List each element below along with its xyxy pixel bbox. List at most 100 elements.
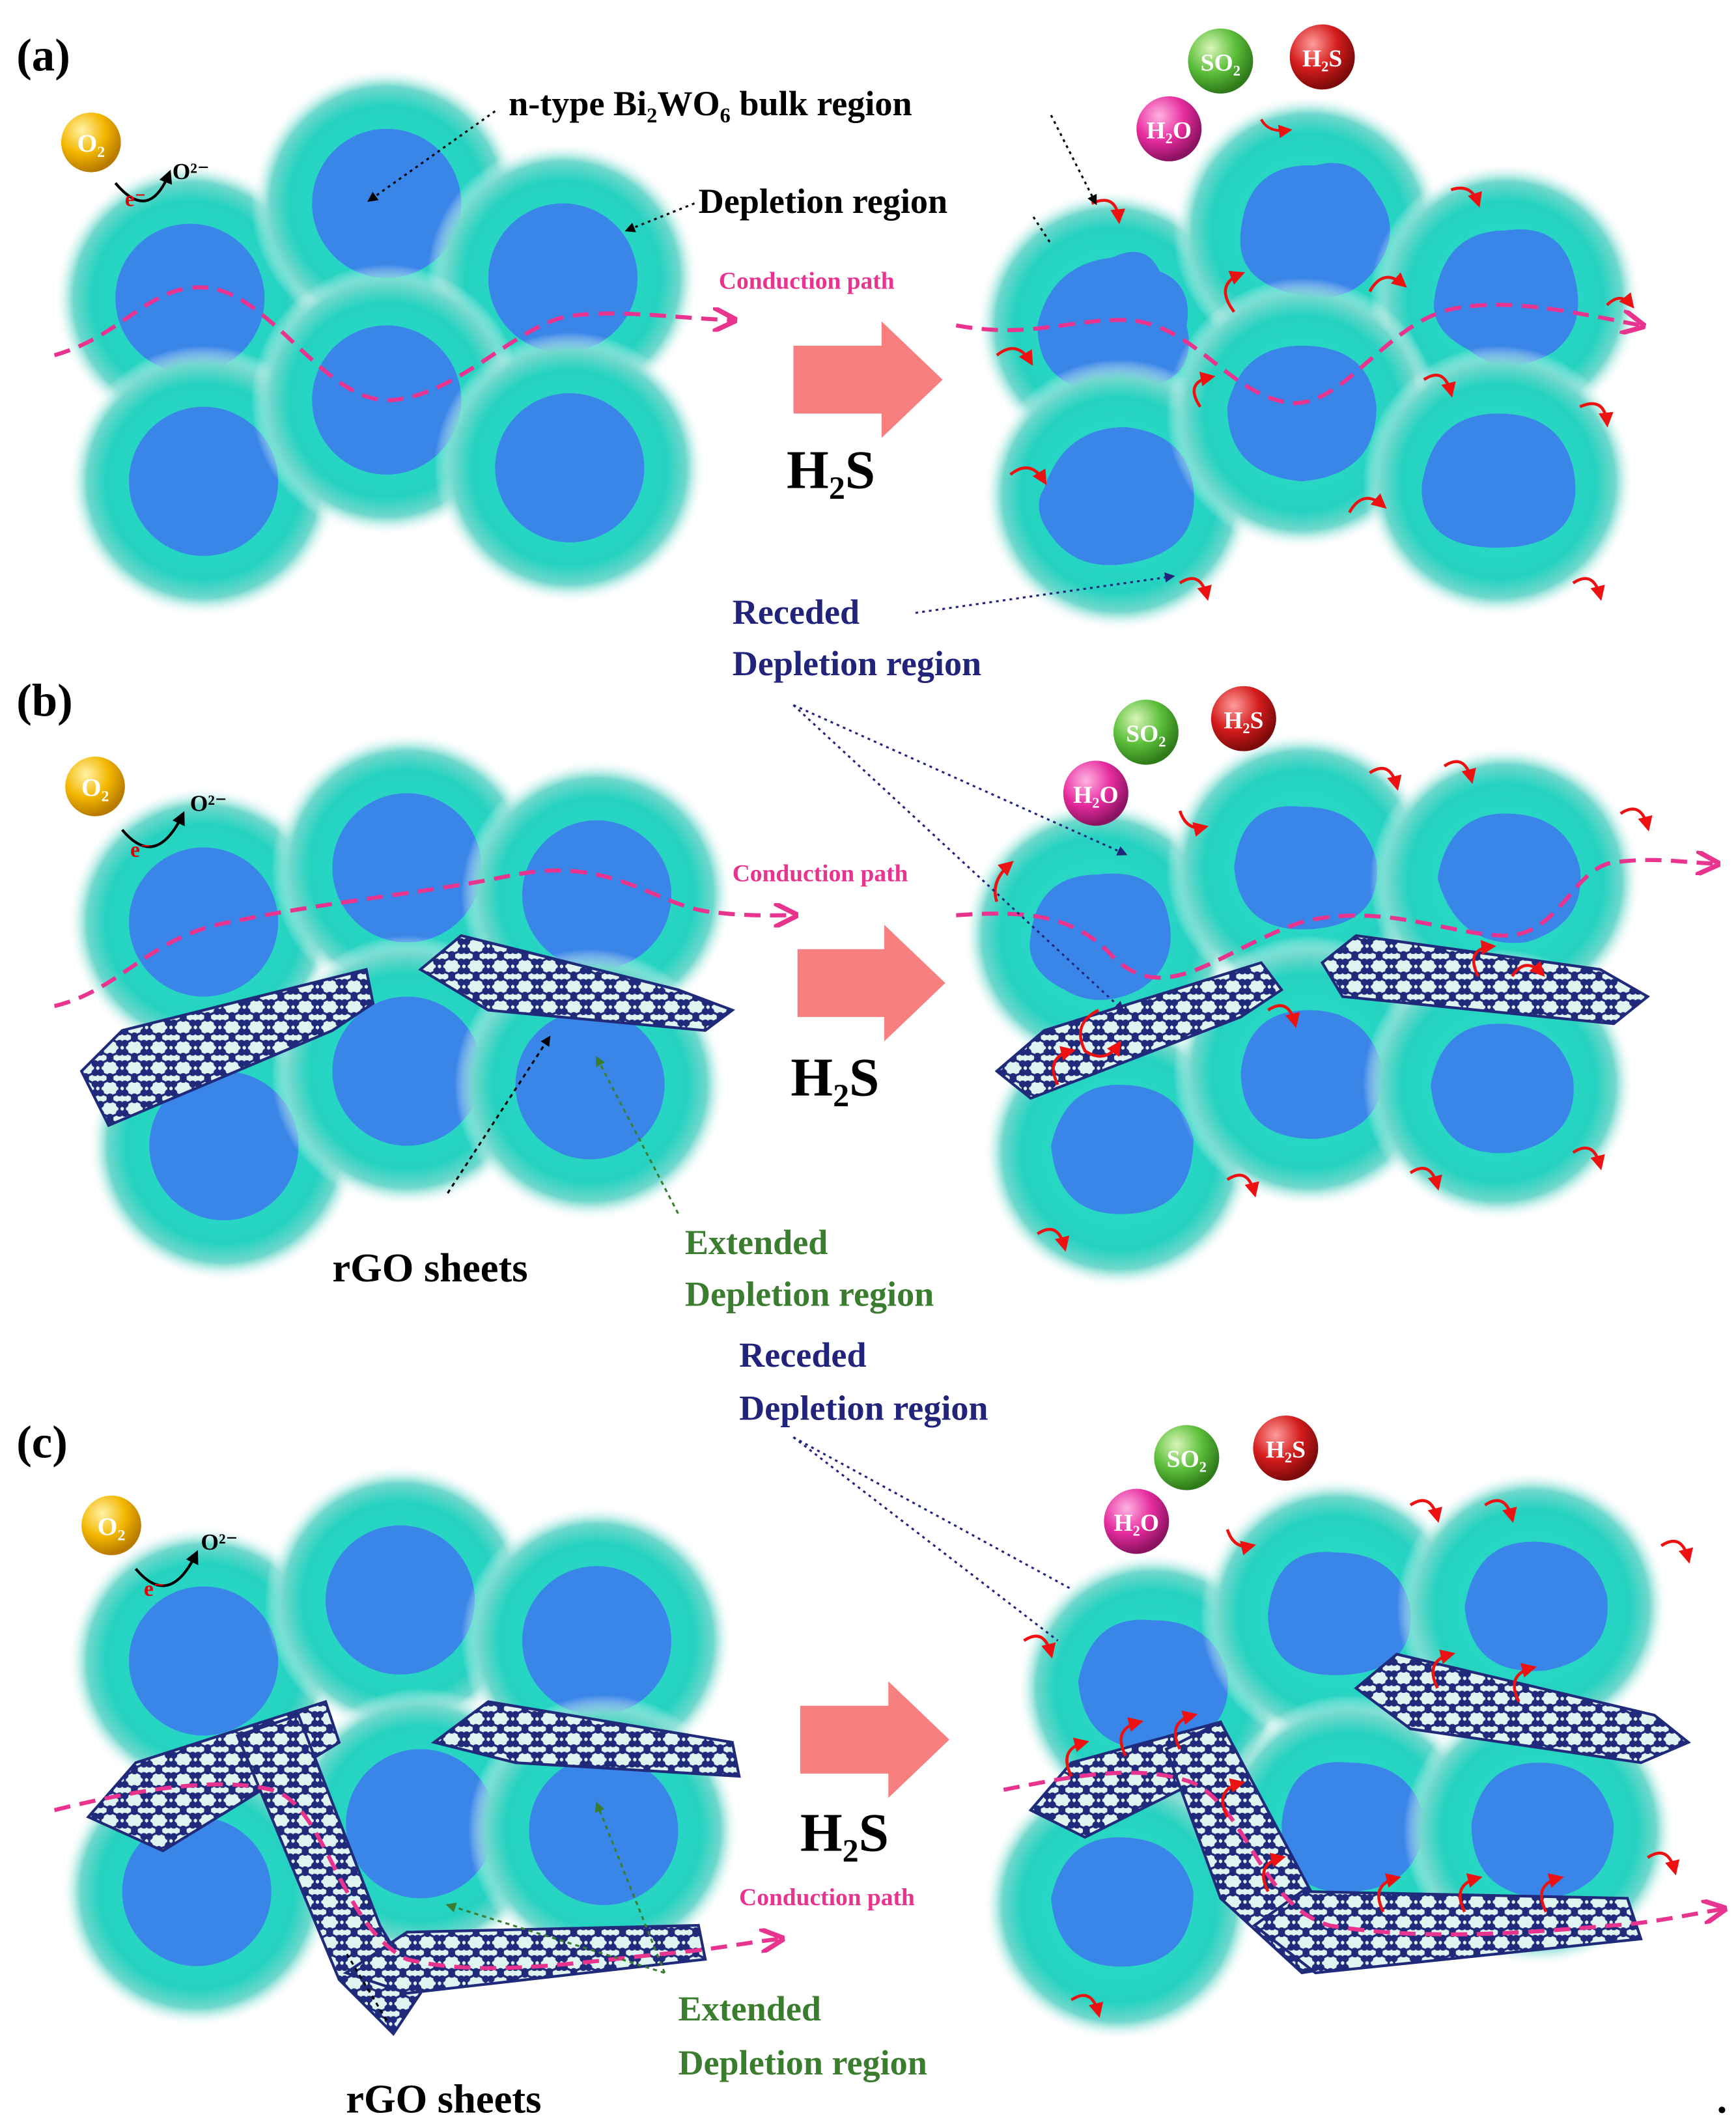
panel-c-reaction-arrows xyxy=(1023,1499,1694,2018)
electron-transfer-arrow-a xyxy=(114,169,173,202)
panel-b-label: (b) xyxy=(16,676,73,727)
o2-ball-c xyxy=(81,1495,141,1556)
bulk-pointer-left xyxy=(367,110,496,202)
extended-pointer-c1 xyxy=(595,1801,666,1974)
gas-molecules-c: SO₂ H₂S H₂O xyxy=(1104,1416,1319,1554)
h2o-ball-c xyxy=(1104,1488,1169,1554)
receded-pointer-b2 xyxy=(792,704,1125,1012)
rgo-pointer-c xyxy=(344,1951,388,2021)
o2-text-c: O₂ xyxy=(98,1512,126,1541)
h2o-ball-b xyxy=(1063,761,1128,826)
panel-a-left-grains xyxy=(54,68,706,617)
h2o-text-b: H₂O xyxy=(1073,782,1119,809)
electron-text-c: e⁻ xyxy=(144,1577,165,1601)
so2-ball-b xyxy=(1113,699,1179,765)
receded-label-a-1: Receded xyxy=(733,593,860,632)
rgo-sheet-c4 xyxy=(343,1923,707,1995)
rgo-sheets-label-b: rGO sheets xyxy=(332,1245,527,1291)
panel-b: (b) xyxy=(16,676,1715,1289)
h2s-gas-label-a: H₂S xyxy=(787,441,875,501)
receded-label-a-2: Depletion region xyxy=(733,644,981,683)
electron-transfer-arrow-b xyxy=(121,811,185,848)
conduction-path-b-right xyxy=(956,860,1715,980)
h2s-gas-label-c: H₂S xyxy=(800,1804,889,1864)
conduction-path-label-a: Conduction path xyxy=(719,268,895,295)
so2-text-b: SO₂ xyxy=(1126,721,1166,747)
electron-text-a: e⁻ xyxy=(125,188,146,212)
rgo-sheet-b2 xyxy=(418,934,736,1032)
trailing-period: . xyxy=(1717,2076,1728,2121)
panel-c-label: (c) xyxy=(16,1417,68,1468)
panel-b-reaction-arrows xyxy=(993,760,1653,1252)
o2-ion-text-c: O²⁻ xyxy=(201,1529,238,1555)
o2-ball-b xyxy=(65,756,125,817)
so2-text-a: SO₂ xyxy=(1201,49,1240,76)
h2s-gas-label-b: H₂S xyxy=(791,1048,879,1108)
receded-pointer-c2 xyxy=(792,1436,1059,1641)
conduction-path-b-left xyxy=(53,868,794,1009)
rgo-sheet-b4 xyxy=(1320,934,1651,1026)
conduction-path-c-left xyxy=(53,1782,780,1970)
so2-text-c: SO₂ xyxy=(1167,1446,1207,1473)
h2s-text-b: H₂S xyxy=(1224,707,1263,734)
depletion-pointer-right xyxy=(1032,216,1052,245)
leader-lines xyxy=(367,110,1175,1641)
panel-a-right-grains xyxy=(976,94,1641,631)
conduction-path-a-left xyxy=(53,285,733,402)
extended-label-c-1: Extended xyxy=(678,1989,821,2028)
o2-ball-a xyxy=(61,112,121,173)
rgo-sheet-c8 xyxy=(1252,1890,1643,1975)
rgo-sheets-label-c: rGO sheets xyxy=(346,2076,541,2121)
panel-c: (c) xyxy=(16,1417,1722,2041)
o2-ion-text-a: O²⁻ xyxy=(173,158,210,184)
o2-adsorption-b: O₂ e⁻ O²⁻ xyxy=(65,756,227,862)
extended-pointer-b xyxy=(596,1055,679,1214)
bulk-pointer-right xyxy=(1050,115,1097,206)
gas-molecules-b: SO₂ H₂S H₂O xyxy=(1063,686,1276,826)
h2s-exposure-arrows xyxy=(793,321,949,1798)
h2s-arrow-a xyxy=(793,321,943,438)
h2s-arrow-c-shape xyxy=(800,1681,949,1798)
o2-text-a: O₂ xyxy=(77,129,105,158)
h2o-ball-a xyxy=(1136,96,1202,161)
extended-label-b-2: Depletion region xyxy=(685,1274,934,1313)
receded-pointer-c1 xyxy=(792,1436,1072,1590)
depletion-region-label: Depletion region xyxy=(699,182,947,221)
o2-adsorption-a: O₂ e⁻ O²⁻ xyxy=(61,112,210,212)
h2o-text-c: H₂O xyxy=(1114,1510,1160,1537)
electron-text-b: e⁻ xyxy=(130,838,151,862)
h2s-ball-b xyxy=(1211,686,1276,751)
electron-transfer-arrow-c xyxy=(134,1550,199,1587)
conduction-path-a-right xyxy=(955,302,1641,406)
rgo-sheet-b3 xyxy=(994,961,1284,1100)
h2o-text-a: H₂O xyxy=(1147,117,1192,144)
extended-pointer-c2 xyxy=(445,1903,665,1974)
rgo-sheet-b1 xyxy=(79,968,375,1128)
h2s-ball-a xyxy=(1289,24,1355,90)
receded-pointer-a xyxy=(915,572,1175,614)
rgo-sheet-c7 xyxy=(1354,1653,1691,1765)
conduction-path-c-right xyxy=(1003,1770,1722,1936)
extended-label-b-1: Extended xyxy=(685,1223,828,1262)
panel-a-label: (a) xyxy=(16,30,70,81)
o2-text-b: O₂ xyxy=(81,773,109,802)
conduction-path-label-c: Conduction path xyxy=(739,1884,915,1911)
rgo-pointer-b xyxy=(447,1035,551,1194)
bulk-region-label: n-type Bi₂WO₆ bulk region xyxy=(509,84,912,123)
h2s-text-a: H₂S xyxy=(1302,46,1342,72)
h2s-ball-c xyxy=(1253,1416,1319,1481)
rgo-sheet-c3 xyxy=(430,1700,741,1778)
depletion-pointer-left xyxy=(624,202,695,232)
h2s-arrow-b xyxy=(797,925,945,1042)
so2-ball-a xyxy=(1188,28,1253,94)
conduction-path-label-b: Conduction path xyxy=(733,861,908,887)
o2-ion-text-b: O²⁻ xyxy=(190,790,227,816)
so2-ball-c xyxy=(1154,1425,1220,1490)
o2-adsorption-c: O₂ e⁻ O²⁻ xyxy=(81,1495,238,1601)
receded-label-c-2: Depletion region xyxy=(739,1388,988,1427)
gas-molecules-a: SO₂ H₂S H₂O xyxy=(1136,24,1355,161)
receded-label-c-1: Receded xyxy=(739,1335,866,1375)
h2s-text-c: H₂S xyxy=(1266,1437,1306,1464)
panel-a: (a) xyxy=(16,30,1641,631)
